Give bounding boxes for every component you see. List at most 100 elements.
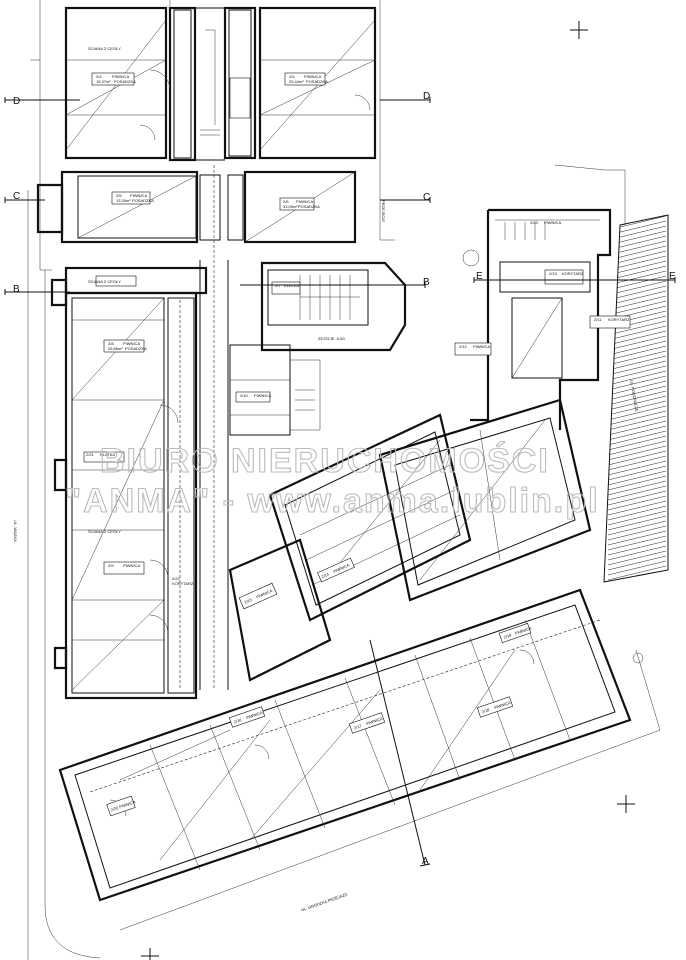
- section-mark-a: A: [422, 856, 429, 867]
- room-label-name: PIWNICA: [254, 393, 271, 398]
- hatch-line: [607, 365, 667, 381]
- room-label-id: 2/19: [503, 632, 513, 640]
- hatch-line: [607, 290, 667, 306]
- hatch-line: [607, 545, 667, 561]
- room-label-id: 2/23: [530, 220, 539, 225]
- room-label-name: PIWNICA: [493, 700, 511, 710]
- room-labels: 2/4 PIWNICA 15,37m² POSADZKA 2/4 PIWNICA…: [86, 74, 630, 812]
- hatch-line: [607, 400, 667, 416]
- hatch-line: [607, 515, 667, 531]
- hatch-line: [607, 295, 667, 311]
- room-label-id: 2/9: [108, 563, 114, 568]
- section-mark-c-right: C: [423, 192, 430, 203]
- hatch-line: [607, 430, 667, 446]
- room-label-name: PIWNICA: [514, 625, 532, 635]
- hatch-line: [607, 350, 667, 366]
- hatch-line: [607, 565, 667, 581]
- hatch-line: [607, 420, 667, 436]
- hatch-line: [607, 555, 667, 571]
- room-label-id: 2/4: [289, 74, 295, 79]
- room-label-area: 13,30m²: [116, 198, 131, 203]
- room-label-name: PIWNICA: [473, 344, 490, 349]
- block-e-row: [454, 208, 644, 664]
- stair-note: ZEJŚCIE -0,60: [318, 336, 345, 341]
- corridor-top: [195, 7, 225, 161]
- hatch-line: [607, 395, 667, 411]
- street-label-right: UL. PODZAMCZE: [629, 379, 640, 412]
- room-label-floor: POSADZKA: [298, 204, 320, 209]
- hatch-line: [607, 505, 667, 521]
- hatch-line: [607, 280, 667, 296]
- room-label-floor: POSADZKA: [125, 346, 147, 351]
- hatch-line: [607, 495, 667, 511]
- hatch-line: [607, 460, 667, 476]
- hatch-line: [607, 435, 667, 451]
- hatch-line: [607, 300, 667, 316]
- hatch-line: [607, 425, 667, 441]
- hatch-line: [607, 265, 667, 281]
- room-label-name: KORYTARZ: [608, 317, 630, 322]
- room-label-name: PIWNICA: [123, 341, 140, 346]
- hatch-line: [607, 320, 667, 336]
- hatch-line: [607, 270, 667, 286]
- section-mark-b-left: B: [13, 284, 20, 295]
- room-label-id: 2/22: [172, 576, 181, 581]
- room-label-name: PIWNICA: [255, 588, 273, 600]
- watermark: BIURO NIERUCHOMOŚCI "ANMA" - www.anma.lu…: [64, 441, 600, 520]
- section-mark-d-right: D: [423, 91, 430, 102]
- room-label-name: KORYTARZ: [562, 271, 584, 276]
- hatch-line: [607, 525, 667, 541]
- section-mark-d-left: D: [13, 96, 20, 107]
- room-label-floor: POSADZKA: [132, 198, 154, 203]
- block-diagonal-bottom: [58, 588, 632, 902]
- hatch-line: [607, 415, 667, 431]
- room-label-id: 2/11: [594, 317, 602, 322]
- hatch-line: [607, 455, 667, 471]
- hatch-line: [607, 490, 667, 506]
- hatch-line: [607, 390, 667, 406]
- watermark-line-1: BIURO NIERUCHOMOŚCI: [100, 442, 550, 480]
- room-label-name: PIWNICA: [365, 716, 383, 726]
- hatch-line: [607, 410, 667, 426]
- hatch-line: [607, 530, 667, 546]
- block-top-middle: [223, 6, 377, 160]
- hatch-line: [607, 485, 667, 501]
- room-label-name: KLATKA: [100, 452, 115, 457]
- hatch-line: [607, 340, 667, 356]
- passage-label: PRZEJŚCIE: [381, 200, 386, 222]
- room-label-id: 2/20: [110, 805, 120, 813]
- room-label-id: 2/6: [283, 199, 289, 204]
- room-label-name: PIWNICA: [304, 74, 321, 79]
- section-mark-b-right: B: [423, 277, 430, 288]
- wall-note: ŚCIANA Z CEGŁY: [88, 529, 121, 534]
- room-label-name: KLATKA: [284, 283, 299, 288]
- street-label-left: UL. WĄSKA: [13, 520, 18, 542]
- hatch-line: [607, 355, 667, 371]
- room-label-id: 2/17: [353, 723, 363, 731]
- room-label-name: PIWNICA: [332, 562, 350, 574]
- room-label-area: 25,66m²: [108, 346, 123, 351]
- room-label-area: 33,05m²: [283, 204, 298, 209]
- watermark-line-2: "ANMA" - www.anma.lublin.pl: [65, 482, 600, 520]
- room-label-id: 2/10: [240, 393, 249, 398]
- hatch-line: [607, 510, 667, 526]
- room-label-id: 2/13: [549, 271, 558, 276]
- hatch-line: [607, 285, 667, 301]
- room-label-name: PIWNICA: [544, 220, 561, 225]
- section-mark-e-left: E: [476, 271, 483, 282]
- room-label-area: 25,44m²: [289, 79, 304, 84]
- room-label-floor: POSADZKA: [306, 79, 328, 84]
- block-top-left: [64, 6, 197, 162]
- room-label-name: PIWNICA: [296, 199, 313, 204]
- hatch-line: [607, 380, 667, 396]
- room-label-id: 2/15: [243, 597, 253, 605]
- hatch-line: [607, 480, 667, 496]
- block-c-row: [36, 170, 357, 244]
- room-label-name: PIWNICA: [123, 563, 140, 568]
- street-label-bottom: UL. GRODZKA PRZEJAZD: [300, 892, 348, 913]
- hatch-line: [607, 345, 667, 361]
- hatch-line: [607, 500, 667, 516]
- room-label-id: 2/7: [275, 283, 281, 288]
- wall-note: ŚCIANA Z CEGŁY: [88, 279, 121, 284]
